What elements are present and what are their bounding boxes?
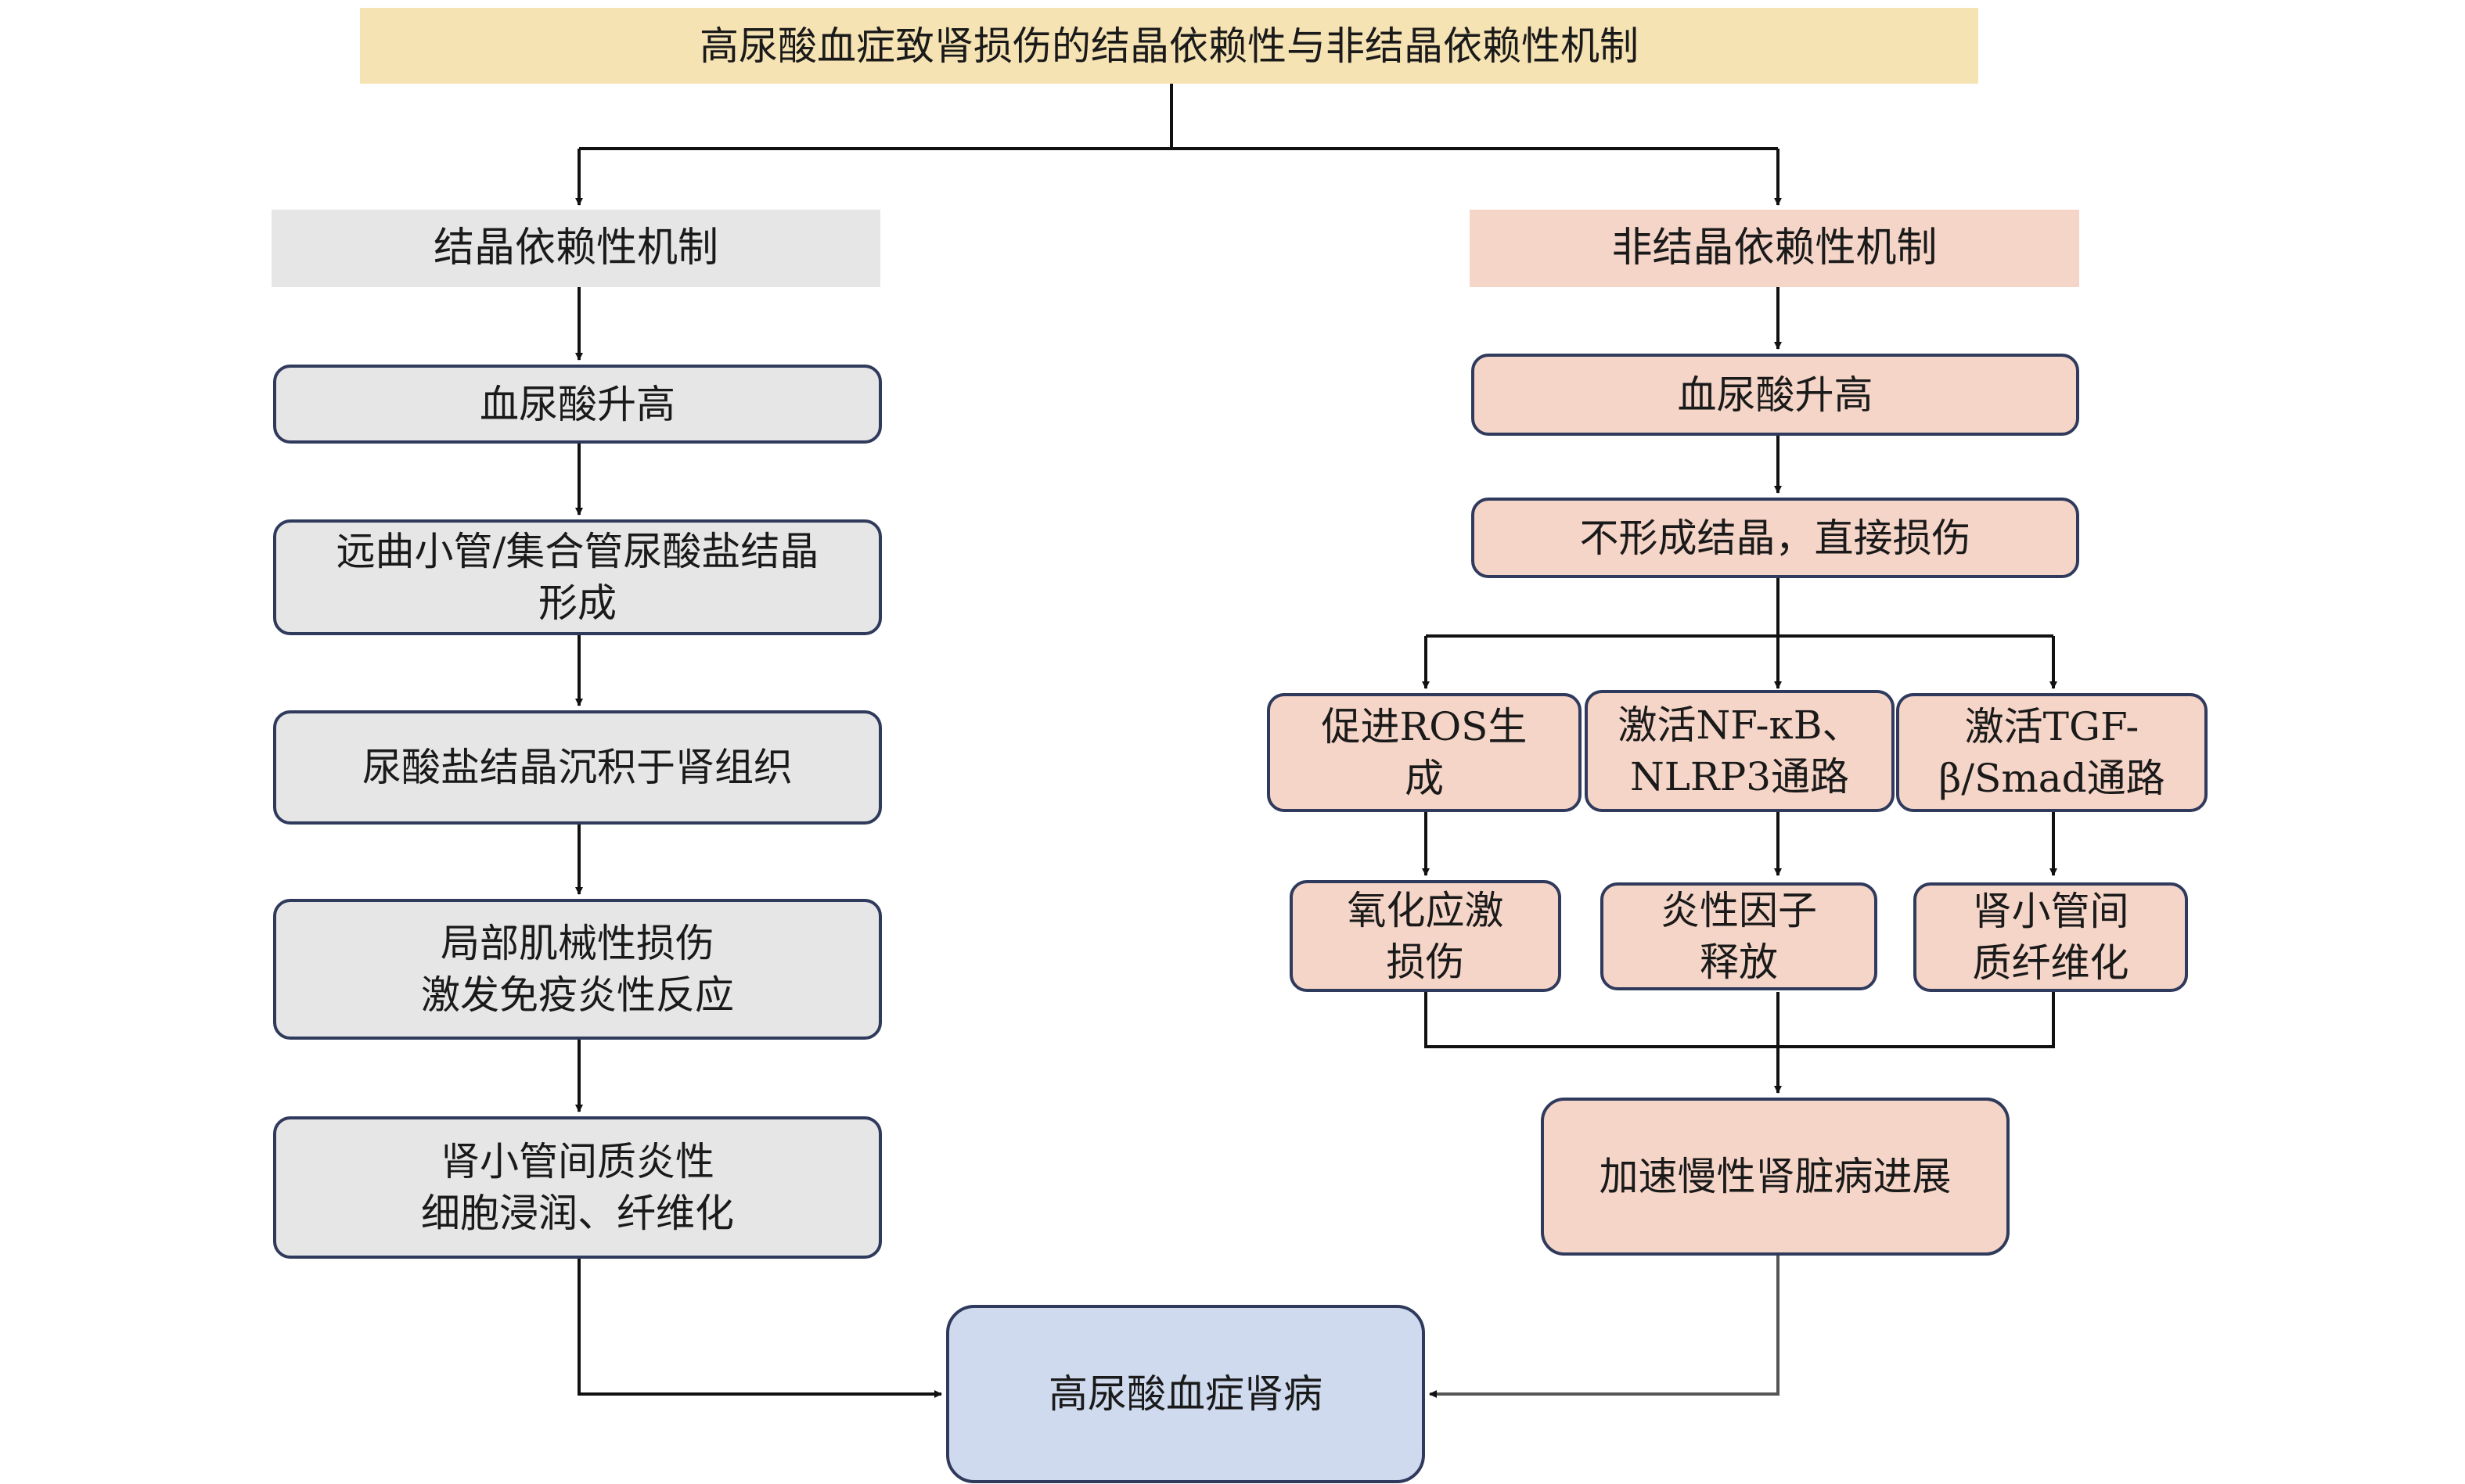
final-hyperuricemic-nephropathy: 高尿酸血症肾病 xyxy=(946,1305,1425,1483)
outcome-ckd-progression: 加速慢性肾脏病进展 xyxy=(1541,1098,2010,1256)
left-step-crystal-deposition: 尿酸盐结晶沉积于肾组织 xyxy=(273,710,882,825)
left-step-serum-uric-acid: 血尿酸升高 xyxy=(273,365,882,444)
arrow-outcome-to-final xyxy=(1429,1256,1779,1398)
effect-inflammatory-factors: 炎性因子 释放 xyxy=(1600,882,1877,990)
non-crystal-dependent-header: 非结晶依赖性机制 xyxy=(1470,210,2079,287)
crystal-dependent-header: 结晶依赖性机制 xyxy=(272,210,880,287)
arrow-left-to-final xyxy=(578,1259,942,1398)
connector-right-split xyxy=(1426,578,2053,638)
effect-oxidative-stress: 氧化应激 损伤 xyxy=(1290,880,1561,992)
pathway-nfkb-nlrp3: 激活NF-κB、 NLRP3通路 xyxy=(1585,690,1895,812)
right-step-serum-uric-acid: 血尿酸升高 xyxy=(1471,354,2079,436)
left-step-mechanical-injury: 局部肌械性损伤 激发免疫炎性反应 xyxy=(273,899,882,1040)
connector-effects-merge xyxy=(1424,992,2055,1048)
left-step-crystal-formation: 远曲小管/集合管尿酸盐结晶 形成 xyxy=(273,519,882,635)
diagram-title: 高尿酸血症致肾损伤的结晶依赖性与非结晶依赖性机制 xyxy=(360,8,1978,84)
pathway-tgf-smad: 激活TGF- β/Smad通路 xyxy=(1896,693,2208,812)
right-step-direct-injury: 不形成结晶，直接损伤 xyxy=(1471,498,2079,578)
left-step-interstitial-fibrosis: 肾小管间质炎性 细胞浸润、纤维化 xyxy=(273,1116,882,1259)
effect-interstitial-fibrosis: 肾小管间 质纤维化 xyxy=(1913,882,2188,992)
connector-title-split xyxy=(579,84,1778,150)
pathway-ros: 促进ROS生 成 xyxy=(1267,693,1582,812)
